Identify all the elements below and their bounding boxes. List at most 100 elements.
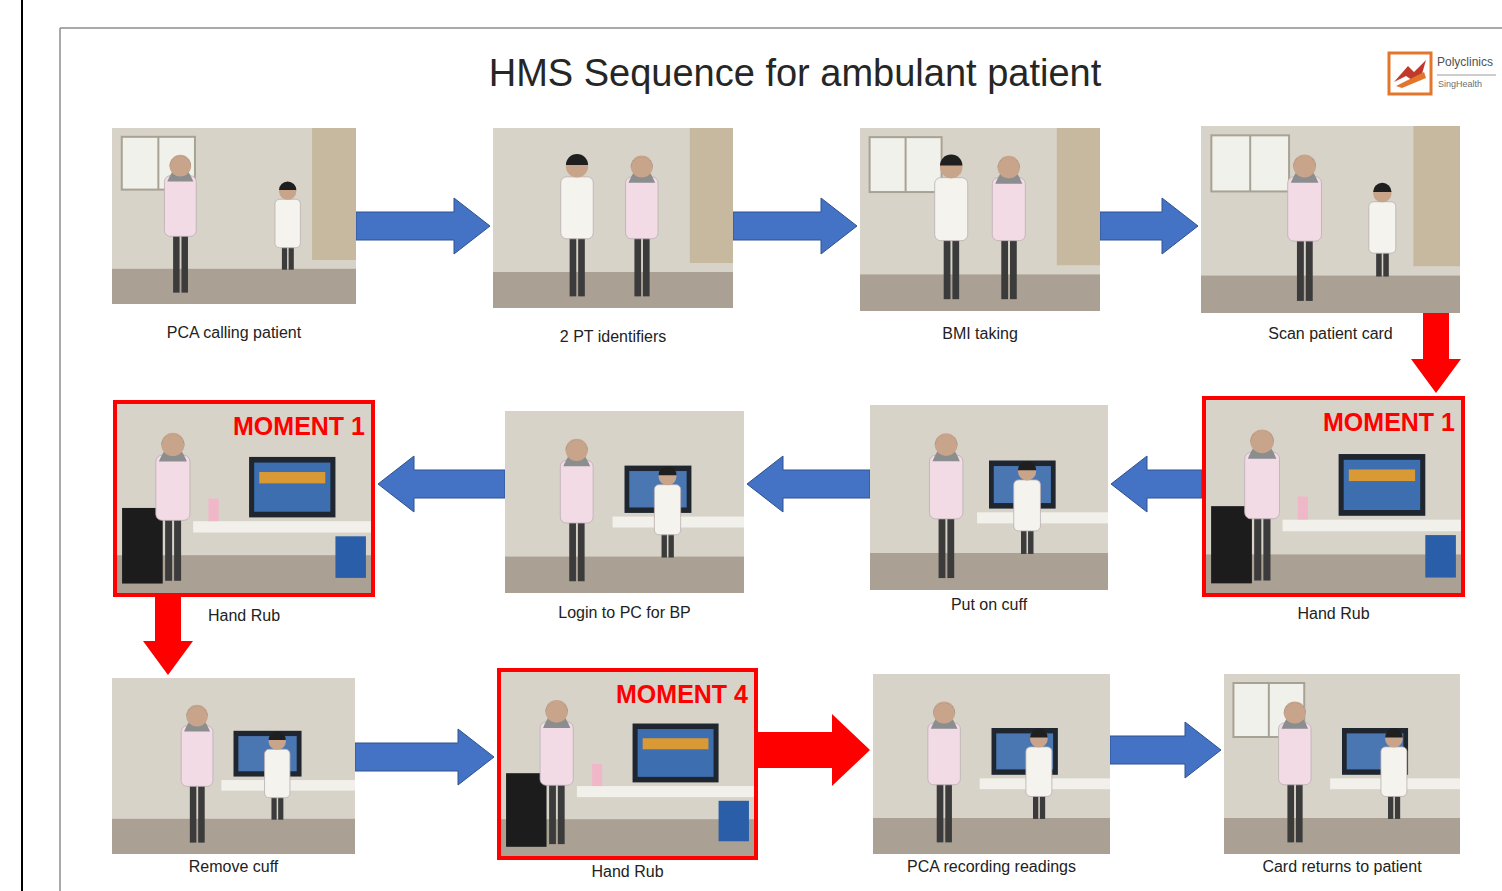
figure-hijab	[933, 703, 955, 714]
photo-desk	[577, 786, 754, 797]
figure-hijab	[1284, 703, 1306, 714]
figure-hijab	[1293, 156, 1316, 168]
step-photo: Scan patient card	[1201, 126, 1460, 313]
flow-arrow	[747, 456, 870, 512]
figure-hair	[659, 466, 677, 475]
flow-arrow	[1100, 198, 1198, 254]
photo-content	[1224, 674, 1460, 854]
figure-leg	[1010, 236, 1017, 299]
photo-curtain	[1057, 128, 1100, 265]
photo-window	[1211, 135, 1289, 191]
figure-leg	[578, 234, 585, 296]
figure-head	[545, 700, 568, 723]
brand-name: Polyclinics	[1437, 55, 1493, 69]
photo-desk	[1283, 520, 1462, 532]
figure-head	[161, 433, 184, 456]
photo-floor	[112, 819, 355, 854]
photo-content	[117, 404, 371, 593]
photo-illustration	[870, 405, 1108, 590]
step-caption: PCA calling patient	[167, 324, 301, 342]
figure-hijab	[631, 157, 653, 168]
flow-arrow	[1411, 313, 1461, 393]
photo-monitor	[633, 724, 719, 783]
photo-content	[873, 674, 1110, 854]
photo-illustration	[112, 128, 356, 304]
photo-wall	[501, 672, 754, 856]
moment-label: MOMENT 1	[1323, 408, 1455, 436]
figure-leg	[198, 782, 204, 843]
step-caption: BMI taking	[942, 325, 1018, 343]
logo-frame	[1389, 53, 1431, 94]
photo-screen	[259, 472, 325, 483]
photo-content	[870, 405, 1108, 590]
photo-floor	[1224, 818, 1460, 854]
figure-head	[186, 705, 208, 727]
figure-leg	[643, 234, 650, 296]
photo-content	[1201, 126, 1460, 313]
step-photo: Login to PC for BP	[505, 411, 744, 593]
step-photo: PCA calling patient	[112, 128, 356, 304]
slide-title: HMS Sequence for ambulant patient	[489, 50, 1102, 96]
figure-head	[935, 433, 958, 456]
figure-head	[566, 439, 588, 461]
figure-leg	[944, 236, 951, 299]
photo-floor	[505, 557, 744, 593]
moment-label: MOMENT 1	[233, 412, 365, 440]
figure-leg	[1306, 237, 1313, 301]
figure-head	[1250, 429, 1274, 453]
photo-window	[157, 137, 159, 190]
figure-body	[181, 726, 213, 787]
step-caption: Hand Rub	[208, 607, 280, 625]
figure-head	[631, 155, 653, 177]
figure-body	[1026, 747, 1052, 797]
photo-monitor	[1339, 454, 1426, 516]
flow-arrow	[733, 198, 857, 254]
figure-body	[1014, 480, 1041, 531]
figure-head	[1284, 701, 1306, 723]
highlighted-step-photo: MOMENT 1Hand Rub	[1202, 396, 1465, 597]
figure-leg	[165, 516, 172, 581]
figure-hair	[279, 181, 296, 190]
photo-wall	[1206, 400, 1461, 593]
photo-screen	[1344, 460, 1421, 510]
photo-screen	[254, 463, 330, 512]
photo-window	[1268, 683, 1270, 737]
figure-body	[928, 723, 960, 785]
photo-floor	[112, 269, 356, 304]
figure-body	[156, 455, 190, 520]
figure-leg	[1001, 236, 1008, 299]
figure-hijab	[545, 702, 568, 713]
figure-leg	[549, 781, 556, 844]
photo-chair	[122, 508, 163, 584]
figure-body	[1381, 747, 1407, 797]
photo-illustration	[860, 128, 1100, 311]
photo-illustration	[112, 678, 355, 854]
photo-hand-rub	[208, 499, 218, 522]
photo-floor	[870, 553, 1108, 590]
photo-curtain	[312, 128, 356, 260]
figure-leg	[937, 780, 944, 842]
figure-body	[164, 176, 196, 237]
figure-leg	[558, 781, 565, 844]
figure-hijab	[566, 440, 588, 451]
photo-illustration	[873, 674, 1110, 854]
photo-illustration	[1201, 126, 1460, 313]
figure-body	[1369, 202, 1396, 254]
figure-hair	[269, 731, 286, 740]
flow-arrow	[758, 714, 870, 786]
photo-bp-device	[719, 801, 749, 841]
flow-arrow	[378, 456, 505, 512]
figure-hair	[566, 154, 588, 165]
figure-hijab	[161, 434, 184, 446]
figure-body	[992, 178, 1025, 241]
logo-icon	[1389, 53, 1431, 94]
highlighted-step-photo: MOMENT 4Hand Rub	[497, 668, 758, 860]
photo-wall	[112, 678, 355, 854]
figure-leg	[634, 234, 641, 296]
photo-wall	[1224, 674, 1460, 854]
step-photo: Put on cuff	[870, 405, 1108, 590]
figure-leg	[569, 519, 576, 582]
figure-body	[265, 749, 290, 797]
photo-content	[493, 128, 733, 308]
